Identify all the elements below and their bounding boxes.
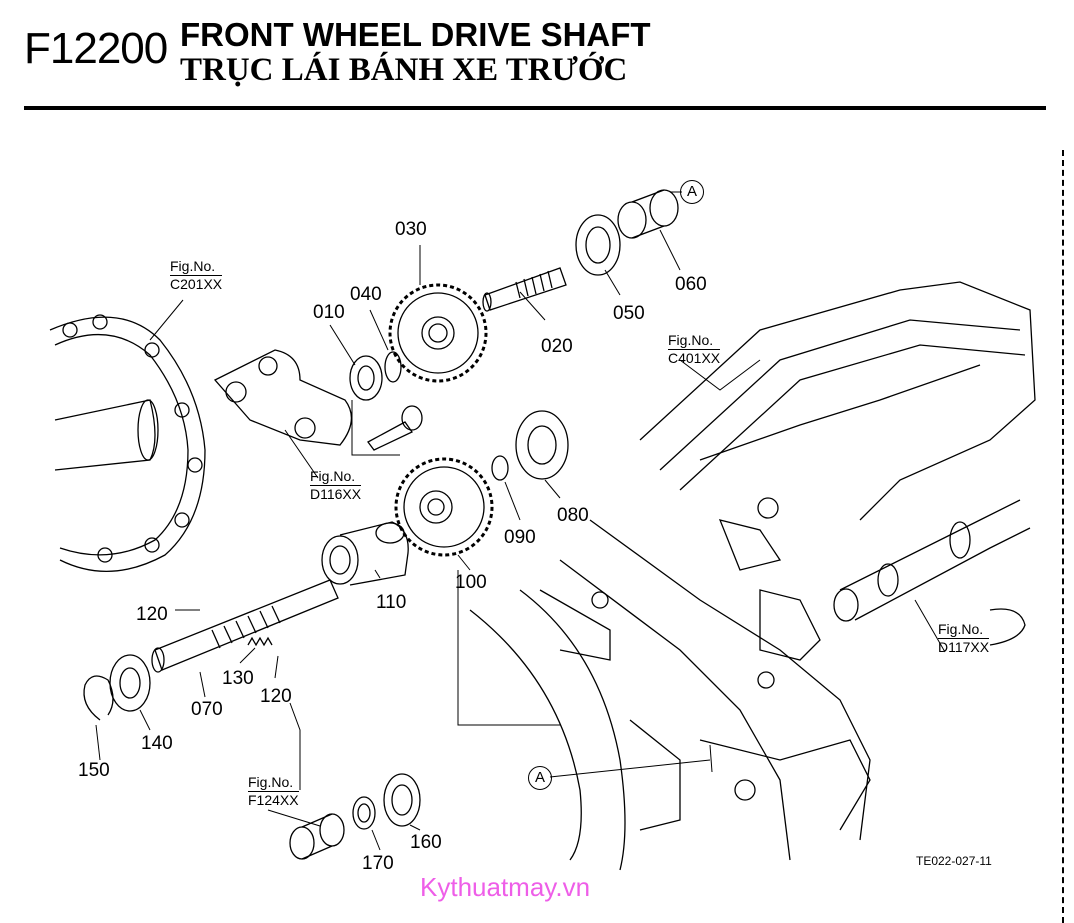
fig-ref-c401: Fig.No. C401XX — [668, 332, 721, 367]
fig-ref-c201-code: C201XX — [170, 275, 223, 292]
page-edge-dashed — [1062, 150, 1064, 923]
fig-ref-d117-label: Fig.No. — [938, 621, 984, 637]
clutch-housing — [49, 314, 206, 573]
part-label-100: 100 — [455, 572, 487, 593]
bearing-010 — [349, 355, 383, 401]
shaft-070 — [151, 579, 339, 673]
gear-100 — [394, 457, 494, 557]
needle-bearing-060 — [617, 189, 679, 239]
header-rule — [24, 106, 1046, 110]
drawing-code: TE022-027-11 — [916, 854, 992, 868]
gear-030 — [388, 283, 488, 383]
part-label-150: 150 — [78, 760, 110, 781]
figure-code: F12200 — [24, 24, 168, 73]
part-label-060: 060 — [675, 274, 707, 295]
part-label-130: 130 — [222, 668, 254, 689]
shaft-020 — [482, 267, 567, 312]
part-label-120-upper: 120 — [136, 604, 168, 625]
part-label-160: 160 — [410, 832, 442, 853]
fig-ref-c201: Fig.No. C201XX — [170, 258, 223, 293]
fig-ref-d116-label: Fig.No. — [310, 468, 356, 484]
transmission-housing — [469, 281, 1036, 871]
fig-ref-c401-code: C401XX — [668, 349, 721, 366]
fig-ref-d116-code: D116XX — [310, 485, 362, 502]
watermark: Kythuatmay.vn — [420, 872, 591, 902]
part-label-090: 090 — [504, 527, 536, 548]
fig-ref-d117-code: D117XX — [938, 638, 990, 655]
part-label-010: 010 — [313, 302, 345, 323]
spring-130 — [247, 636, 273, 647]
front-output-shaft — [833, 499, 1031, 622]
part-label-080: 080 — [557, 505, 589, 526]
part-label-120-lower: 120 — [260, 686, 292, 707]
washer-090 — [491, 455, 509, 481]
sleeve-110 — [321, 521, 409, 586]
title-english: FRONT WHEEL DRIVE SHAFT — [180, 16, 651, 53]
part-label-030: 030 — [395, 219, 427, 240]
part-label-070: 070 — [191, 699, 223, 720]
fig-ref-d116: Fig.No. D116XX — [310, 468, 362, 503]
part-label-140: 140 — [141, 733, 173, 754]
part-label-020: 020 — [541, 336, 573, 357]
bearing-050 — [575, 214, 621, 276]
part-label-110: 110 — [376, 592, 407, 613]
fig-ref-f124-label: Fig.No. — [248, 774, 294, 790]
fig-ref-f124: Fig.No. F124XX — [248, 774, 299, 809]
fig-ref-c201-label: Fig.No. — [170, 258, 216, 274]
fig-ref-c401-label: Fig.No. — [668, 332, 714, 348]
part-label-170: 170 — [362, 853, 394, 874]
sleeve-f124 — [289, 813, 345, 860]
bearing-080 — [515, 410, 569, 480]
marker-a-bottom: A — [528, 766, 552, 790]
fig-ref-d117: Fig.No. D117XX — [938, 621, 990, 656]
title-vietnamese: TRỤC LÁI BÁNH XE TRƯỚC — [180, 52, 628, 88]
circlip-150 — [83, 675, 114, 721]
oil-seal-160 — [383, 773, 421, 827]
mount-bracket — [213, 349, 352, 446]
marker-a-top: A — [680, 180, 704, 204]
part-label-040: 040 — [350, 284, 382, 305]
bearing-140 — [109, 654, 151, 712]
bolt — [367, 405, 423, 451]
fig-ref-f124-code: F124XX — [248, 791, 299, 808]
circlip-040 — [384, 351, 402, 383]
bushing-170 — [352, 796, 376, 830]
part-label-050: 050 — [613, 303, 645, 324]
